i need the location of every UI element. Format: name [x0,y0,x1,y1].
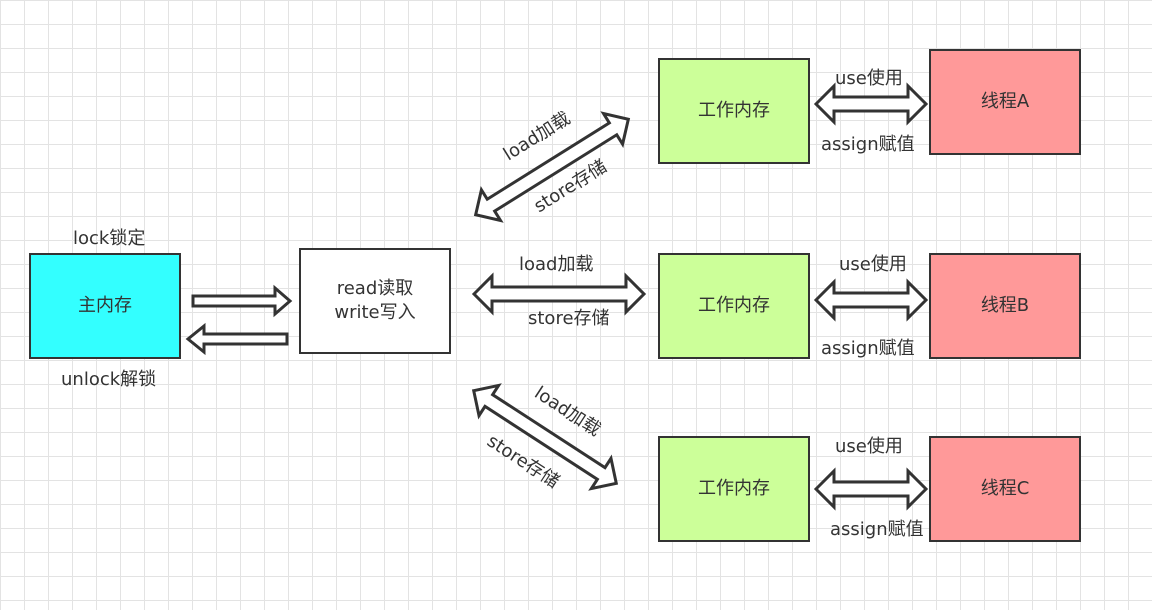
assign-label-c: assign赋值 [830,519,924,540]
unlock-label: unlock解锁 [61,369,157,390]
load-label-b: load加载 [519,254,594,275]
use-label-a: use使用 [835,68,903,89]
double-arrow-worker-c-thread-c [813,467,929,511]
thread-a-label: 线程A [980,91,1030,112]
work-memory-c-box: 工作内存 [658,436,810,542]
double-arrow-rw-worker-c [471,383,619,491]
work-memory-a-label: 工作内存 [698,100,770,121]
double-arrow-rw-worker-b [471,272,647,316]
double-arrow-worker-b-thread-b [813,278,929,322]
read-write-box: read读取 write写入 [299,248,451,354]
main-memory-label: 主内存 [78,295,132,316]
assign-label-b: assign赋值 [821,338,915,359]
read-label: read读取 [336,278,414,299]
work-memory-b-box: 工作内存 [658,253,810,359]
work-memory-a-box: 工作内存 [658,58,810,164]
thread-c-box: 线程C [929,436,1081,542]
thread-b-box: 线程B [929,253,1081,359]
double-arrow-rw-worker-a [473,111,631,223]
store-label-b: store存储 [528,308,610,329]
lock-label: lock锁定 [73,228,146,249]
main-memory-box: 主内存 [29,253,181,359]
use-label-c: use使用 [835,436,903,457]
work-memory-c-label: 工作内存 [698,478,770,499]
arrow-main-to-rw [191,284,293,318]
assign-label-a: assign赋值 [821,134,915,155]
thread-b-label: 线程B [980,295,1030,316]
double-arrow-worker-a-thread-a [813,82,929,126]
write-label: write写入 [334,302,416,323]
thread-a-box: 线程A [929,49,1081,155]
use-label-b: use使用 [839,254,907,275]
work-memory-b-label: 工作内存 [698,295,770,316]
arrow-rw-to-main [185,322,289,356]
thread-c-label: 线程C [980,478,1030,499]
